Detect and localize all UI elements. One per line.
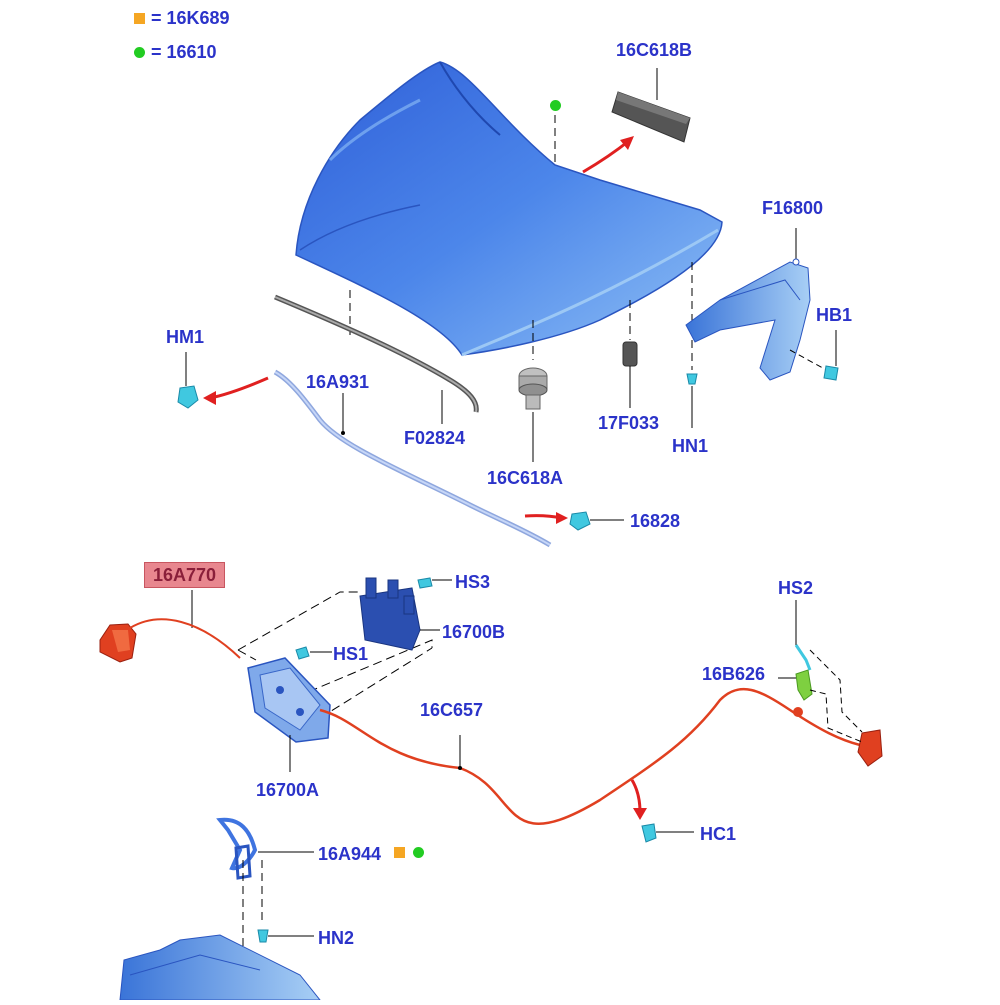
legend-label: = 16610	[151, 42, 217, 62]
prop-rod-part	[203, 369, 568, 548]
label-F02824: F02824	[404, 428, 466, 448]
label-16A931: 16A931	[306, 372, 370, 392]
release-handle-part	[99, 590, 193, 663]
hood-insulator-part	[582, 68, 691, 174]
label-16C618B: 16C618B	[616, 40, 693, 60]
legend-item-square: = 16K689	[134, 8, 230, 28]
hood-seal-strip	[274, 294, 479, 424]
hs1-screw	[295, 646, 332, 660]
label-16C657: 16C657	[420, 700, 484, 720]
secondary-latch-part	[359, 577, 452, 651]
label-16C618A: 16C618A	[487, 468, 564, 488]
green-circle-icon	[413, 847, 424, 858]
label-17F033: 17F033	[598, 413, 660, 433]
label-F16800: F16800	[762, 198, 824, 218]
release-cables	[129, 618, 861, 825]
label-HB1: HB1	[816, 305, 853, 325]
hn1-nut	[686, 373, 698, 428]
green-circle-icon	[550, 100, 561, 111]
hc1-clip	[630, 779, 694, 843]
label-HS2: HS2	[778, 578, 814, 598]
safety-catch-part	[216, 817, 314, 1000]
label-HN2: HN2	[318, 928, 355, 948]
clip-16828	[569, 511, 624, 531]
hood-bumper-part	[518, 367, 548, 462]
orange-square-icon	[134, 12, 145, 24]
green-circle-icon	[134, 46, 145, 58]
label-16700A: 16700A	[256, 780, 320, 800]
hm1-clip	[177, 352, 199, 409]
legend-item-circle: = 16610	[134, 42, 217, 62]
label-16A944: 16A944	[318, 844, 382, 864]
label-16A770: 16A770	[144, 562, 226, 588]
label-16828: 16828	[630, 511, 681, 531]
label-HS3: HS3	[455, 572, 491, 592]
legend-label: = 16K689	[151, 8, 230, 28]
hood-panel	[295, 61, 723, 357]
hood-stop-part	[622, 341, 638, 408]
hood-latch-part	[247, 657, 331, 772]
hood-leaders	[349, 115, 693, 370]
label-HN1: HN1	[672, 436, 709, 456]
latch-dashed-box	[237, 591, 433, 719]
label-HS1: HS1	[333, 644, 369, 664]
hood-hinge-part	[685, 228, 839, 381]
label-16700B: 16700B	[442, 622, 506, 642]
orange-square-icon	[394, 847, 405, 858]
label-16B626: 16B626	[702, 664, 766, 684]
front-panel-part	[119, 934, 322, 1001]
latch-right-assembly	[778, 600, 883, 767]
label-HC1: HC1	[700, 824, 737, 844]
label-HM1: HM1	[166, 327, 205, 347]
